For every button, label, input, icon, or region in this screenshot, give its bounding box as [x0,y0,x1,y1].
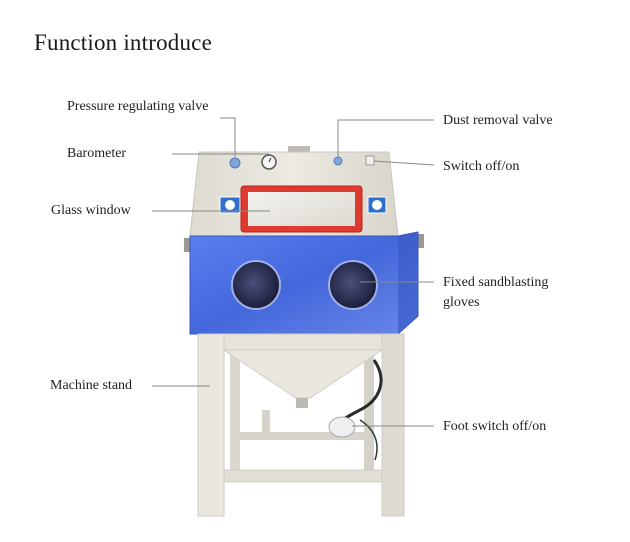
blue-cabinet-body [189,231,419,335]
top-cap [288,146,310,154]
label-dust-removal-valve: Dust removal valve [443,113,553,128]
stand-mid-rail [240,432,364,440]
glove-port-right [328,260,378,310]
leader-switch [373,160,435,166]
label-fixed-sandblasting-gloves-line2: gloves [443,295,480,310]
foot-switch [328,416,356,438]
leader-pressure-valve [220,117,236,157]
stand-bottom-rail [223,469,383,483]
label-barometer: Barometer [67,146,127,161]
label-fixed-sandblasting-gloves-line1: Fixed sandblasting [443,275,549,290]
label-glass-window: Glass window [51,203,131,218]
hopper-outlet [296,398,308,408]
stand-leg-right [381,333,405,517]
leader-dust-valve [337,119,434,156]
stand-leg-back-left [230,350,240,480]
blue-cabinet-side [398,232,418,334]
stand-leg-back-right [364,350,374,470]
glass-window-pane [248,192,355,226]
stand-cross-rail [262,410,270,434]
hopper-funnel [222,349,384,399]
stand-leg-left [197,333,225,517]
foot-switch-cable [359,419,378,461]
label-pressure-regulating-valve: Pressure regulating valve [67,99,209,114]
side-handle-left [184,238,190,252]
glove-port-left [231,260,281,310]
dust-valve-knob [333,156,343,166]
leader-lines [152,117,435,427]
stand-top-rail [197,333,404,351]
label-switch-off-on: Switch off/on [443,159,520,174]
warning-sticker-right-symbol [372,200,382,210]
page-title: Function introduce [34,30,212,55]
pressure-valve-knob [229,157,241,169]
side-handle-right [418,234,424,248]
warning-sticker-left-symbol [225,200,235,210]
barometer-needle [268,157,272,163]
label-foot-switch-off-on: Foot switch off/on [443,419,547,434]
label-machine-stand: Machine stand [50,378,133,393]
switch-button [365,155,375,166]
